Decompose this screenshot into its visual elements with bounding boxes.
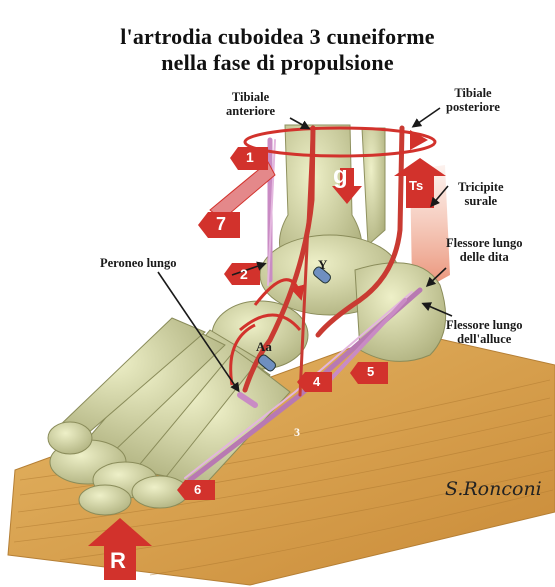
label-line: Flessore lungo — [446, 318, 523, 332]
label-r: R — [110, 548, 126, 574]
label-aa: Aa — [256, 340, 272, 354]
arrow-number-1: 1 — [246, 149, 254, 165]
label-ts: Ts — [409, 178, 423, 193]
label-line: anteriore — [226, 104, 275, 118]
label-line: Tricipite — [458, 180, 504, 194]
label-line: surale — [458, 194, 504, 208]
label-tricipite-surale: Tricipite surale — [458, 180, 504, 208]
arrow-number-7: 7 — [216, 214, 226, 235]
label-line: Tibiale — [226, 90, 275, 104]
arrow-number-5: 5 — [367, 364, 374, 379]
label-y: Y — [318, 258, 327, 272]
label-flessore-dita: Flessore lungo delle dita — [446, 236, 523, 264]
arrow-number-6: 6 — [194, 482, 201, 497]
title-line-2: nella fase di propulsione — [0, 50, 555, 76]
label-line: delle dita — [446, 250, 523, 264]
title-line-1: l'artrodia cuboidea 3 cuneiforme — [0, 24, 555, 50]
label-line: posteriore — [446, 100, 500, 114]
label-peroneo-lungo: Peroneo lungo — [100, 256, 177, 270]
label-flessore-alluce: Flessore lungo dell'alluce — [446, 318, 523, 346]
arrow-number-4: 4 — [313, 374, 320, 389]
label-line: Tibiale — [446, 86, 500, 100]
label-line: dell'alluce — [446, 332, 523, 346]
arrow-7-shape — [210, 162, 275, 220]
label-tibiale-posteriore: Tibiale posteriore — [446, 86, 500, 114]
label-g: g — [333, 162, 348, 190]
signature: S.Ronconi — [445, 478, 542, 500]
arrow-number-2: 2 — [240, 266, 248, 282]
label-tibiale-anteriore: Tibiale anteriore — [226, 90, 275, 118]
label-line: Flessore lungo — [446, 236, 523, 250]
label-bone-3: 3 — [294, 425, 300, 439]
